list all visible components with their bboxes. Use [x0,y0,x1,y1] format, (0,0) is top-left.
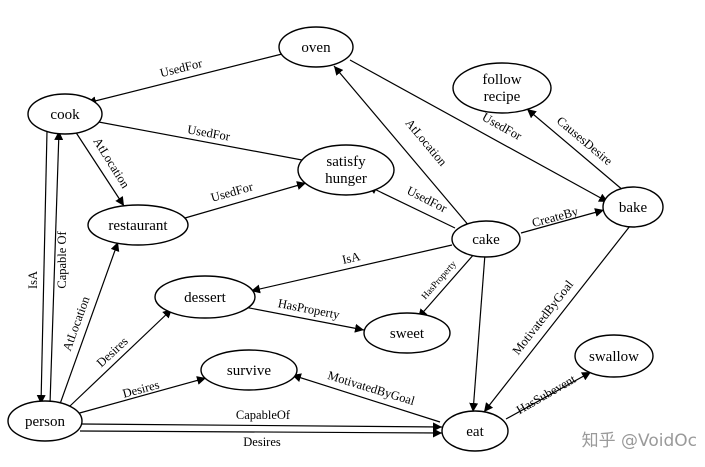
edge-label-bake-follow-recipe: CausesDesire [554,114,615,169]
edge-label-oven-bake: UsedFor [480,110,525,144]
edge-label-cake-satisfy-hunger: UsedFor [404,183,449,215]
edge-eat-survive: MotivatedByGoal [291,368,441,423]
edge-label-cake-oven: AtLocation [402,116,450,169]
node-person[interactable]: person [7,400,83,442]
edge-label-eat-survive: MotivatedByGoal [326,368,417,408]
edge-cake-sweet: HasProperty [417,252,476,319]
edge-label-person-eat-capableof: CapableOf [236,408,291,422]
node-label-eat: eat [466,424,484,440]
node-label-bake: bake [619,200,648,216]
edge-cook-satisfy-hunger: UsedFor [87,119,319,166]
node-label-cook: cook [50,107,80,123]
edge-cake-bake: CreateBy [520,204,605,234]
nodes: oven cook follow recipe satisfy hunger r… [7,26,664,452]
node-label-cake: cake [472,232,500,248]
edge-cake-eat [469,253,486,413]
node-dessert[interactable]: dessert [154,275,256,319]
edges: UsedFor UsedFor AtLocation CausesDesire … [26,53,631,449]
edge-bake-follow-recipe: CausesDesire [526,108,625,192]
node-oven[interactable]: oven [278,26,354,68]
edge-person-survive: Desires [75,376,207,415]
edge-dessert-sweet: HasProperty [238,296,365,333]
node-label-hunger: hunger [325,171,367,187]
edge-cake-satisfy-hunger: UsedFor [367,183,456,229]
edge-label-person-cook: Capable Of [55,231,69,289]
edge-label-eat-swallow: HasSubevent [514,372,579,417]
edge-label-person-survive: Desires [121,377,161,400]
node-label-swallow: swallow [589,349,639,365]
edge-cook-restaurant: AtLocation [74,130,133,207]
watermark-text: 知乎 @VoidOc [582,431,697,451]
node-label-satisfy: satisfy [326,154,366,170]
node-bake[interactable]: bake [602,186,664,228]
edge-label-cook-satisfy-hunger: UsedFor [186,122,232,143]
node-cake[interactable]: cake [451,220,521,258]
edge-oven-cook: UsedFor [86,53,283,106]
edge-label-oven-cook: UsedFor [158,56,204,80]
edge-label-cook-person: IsA [26,271,40,289]
node-label-dessert: dessert [184,290,226,306]
node-follow-recipe[interactable]: follow recipe [452,62,552,114]
edge-person-cook: Capable Of [49,130,69,405]
edge-eat-swallow: HasSubevent [505,371,592,420]
edge-person-eat-capableof: CapableOf [81,408,443,432]
edge-label-bake-eat: MotivatedByGoal [510,277,577,357]
node-restaurant[interactable]: restaurant [87,204,189,246]
node-eat[interactable]: eat [441,410,509,452]
edge-label-cake-dessert: IsA [341,249,362,267]
node-label-oven: oven [301,40,331,56]
node-cook[interactable]: cook [27,93,103,135]
node-label-survive: survive [227,363,272,379]
edge-person-eat-desires: Desires [79,428,443,449]
node-label-sweet: sweet [390,326,425,342]
edge-label-dessert-sweet: HasProperty [277,296,342,322]
node-survive[interactable]: survive [200,349,298,391]
edge-cook-person: IsA [26,130,48,405]
edge-label-person-eat-desires: Desires [243,435,281,449]
edge-cake-dessert: IsA [250,244,453,294]
node-sweet[interactable]: sweet [363,312,451,354]
edge-label-person-restaurant: AtLocation [60,294,93,353]
edge-label-person-dessert: Desires [94,334,131,370]
edge-label-cake-bake: CreateBy [530,204,580,230]
node-label-follow: follow [482,72,521,88]
node-label-recipe: recipe [484,89,521,105]
node-swallow[interactable]: swallow [574,334,654,378]
node-label-person: person [25,414,65,430]
edge-restaurant-satisfy-hunger: UsedFor [184,179,307,219]
node-label-restaurant: restaurant [108,218,168,234]
edge-label-restaurant-satisfy-hunger: UsedFor [209,179,255,205]
edge-label-cake-sweet: HasProperty [420,259,459,302]
node-satisfy-hunger[interactable]: satisfy hunger [297,144,395,196]
